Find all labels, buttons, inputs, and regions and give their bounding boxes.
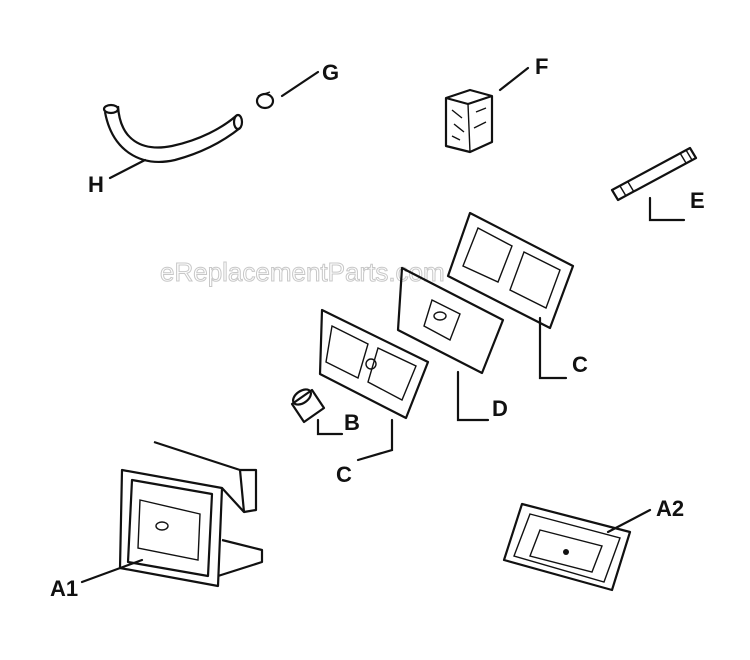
adapter-a2-part [502, 502, 632, 592]
hose-part [102, 103, 244, 163]
leader-line-a1 [80, 558, 144, 584]
label-e: E [690, 188, 705, 213]
leader-line-g [280, 70, 320, 98]
spacer-part [290, 388, 326, 424]
leader-line-c-upper [538, 316, 568, 380]
label-c-lower: C [336, 462, 352, 487]
clamp-part [255, 91, 275, 110]
label-h: H [88, 172, 104, 197]
adapter-a1-part [118, 440, 264, 588]
leader-line-d [456, 370, 490, 422]
label-d: D [492, 396, 508, 421]
label-g: G [322, 60, 339, 85]
label-c-upper: C [572, 352, 588, 377]
label-a1: A1 [50, 576, 78, 601]
filter-part [444, 88, 494, 154]
label-a2: A2 [656, 496, 684, 521]
watermark: eReplacementParts.com [160, 257, 445, 287]
gasket-upper-part [446, 211, 575, 330]
leader-line-a2 [606, 508, 652, 534]
leader-line-f [498, 66, 530, 92]
label-f: F [535, 54, 548, 79]
stud-part [610, 146, 698, 202]
label-b: B [344, 410, 360, 435]
gasket-lower-part [318, 308, 430, 420]
reed-plate-part [396, 266, 505, 375]
leader-line-b [316, 418, 344, 436]
leader-line-e [648, 196, 686, 222]
leader-line-c-lower [356, 418, 394, 462]
leader-line-h [108, 158, 147, 180]
